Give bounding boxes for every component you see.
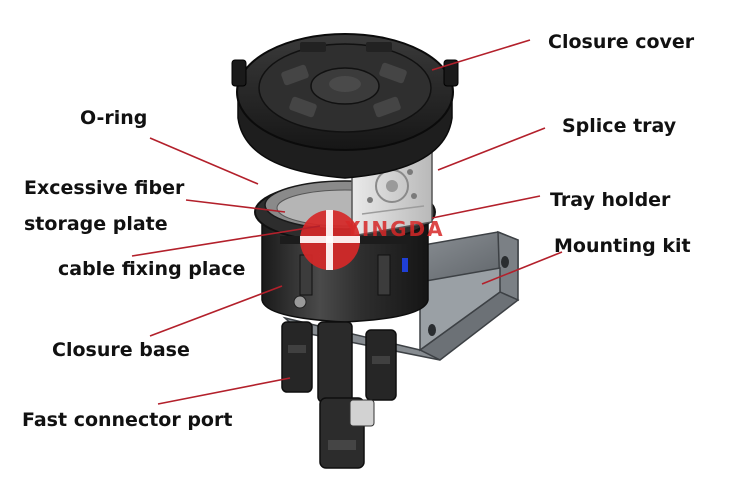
label-tray-holder: Tray holder xyxy=(550,189,671,211)
blue-marker xyxy=(402,258,408,272)
label-fast-connector-port: Fast connector port xyxy=(22,409,232,431)
mounting-kit-bracket xyxy=(282,230,520,361)
label-o-ring: O-ring xyxy=(80,107,147,129)
label-excess-fiber-line2: storage plate xyxy=(24,213,168,235)
logo-wordmark: YINGDA xyxy=(344,217,444,241)
leader-lines xyxy=(131,39,563,405)
closure-cover xyxy=(231,33,459,179)
label-excess-fiber-line1: Excessive fiber xyxy=(24,177,185,199)
label-closure-cover: Closure cover xyxy=(548,31,695,53)
yingda-logo: YINGDA xyxy=(300,210,444,270)
label-mounting-kit: Mounting kit xyxy=(554,235,691,257)
label-splice-tray: Splice tray xyxy=(562,115,677,137)
label-cable-fixing-place: cable fixing place xyxy=(58,258,245,280)
label-closure-base: Closure base xyxy=(52,339,190,361)
fast-connector-ports xyxy=(281,321,397,469)
